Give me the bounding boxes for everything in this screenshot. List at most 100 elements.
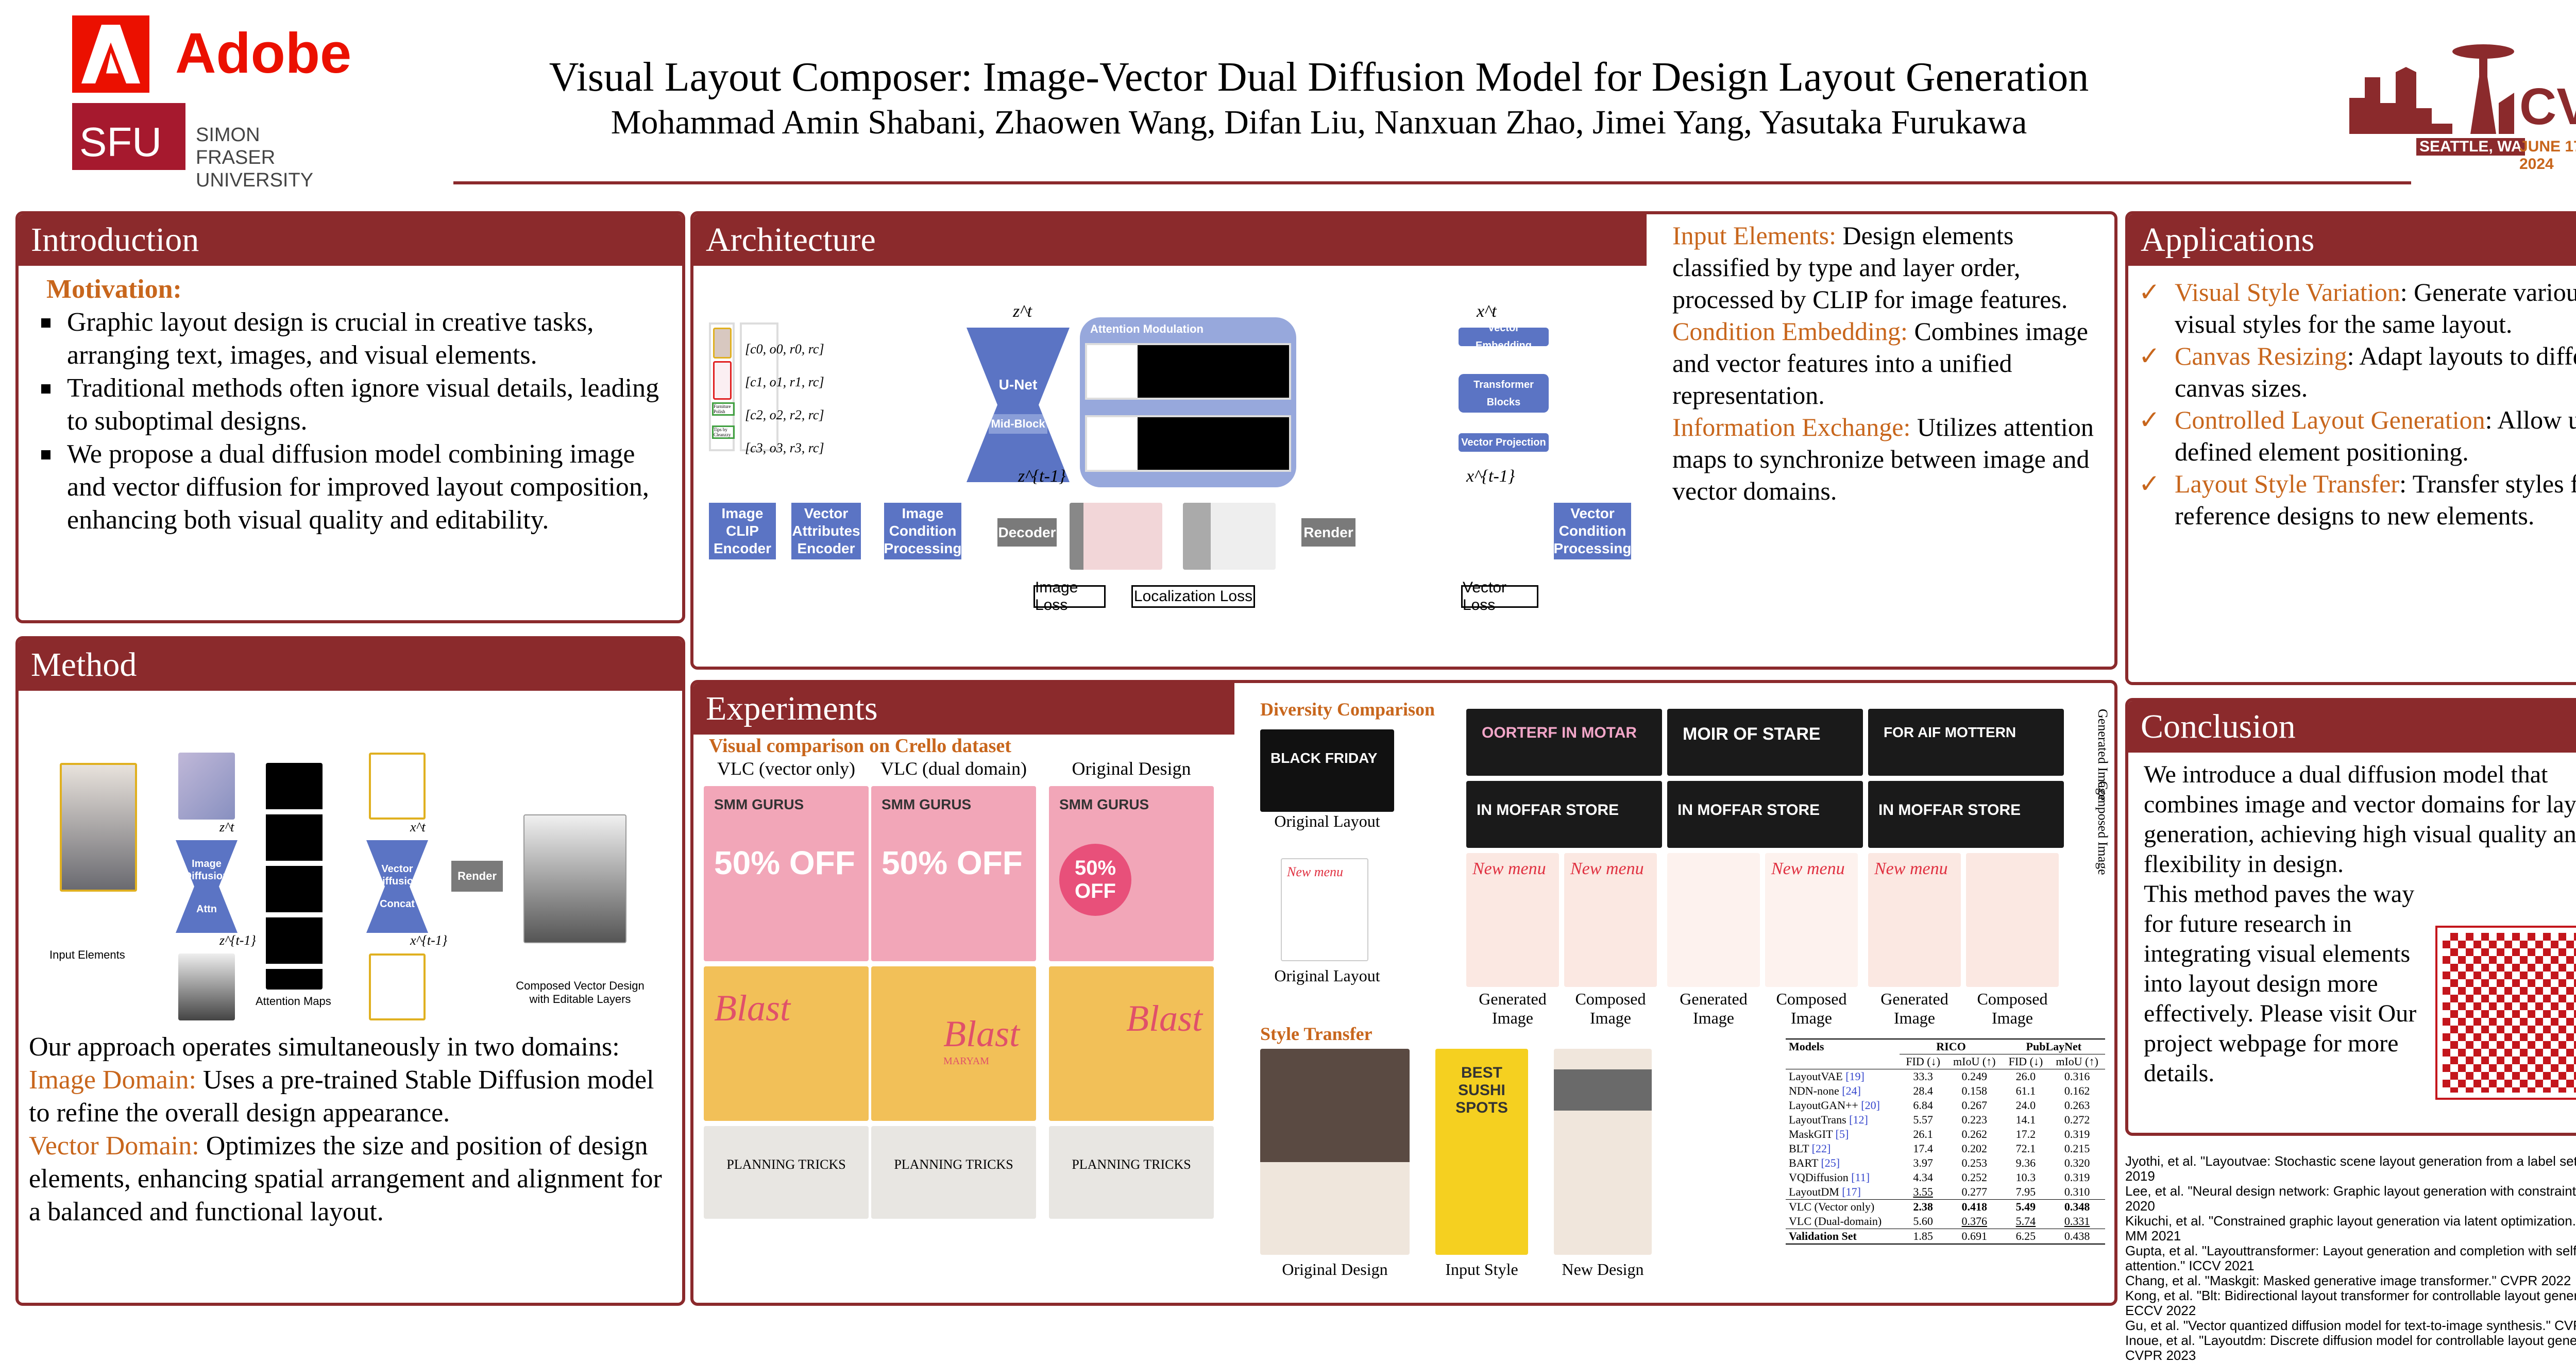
metric-cell: 0.331 (2064, 1215, 2090, 1228)
metric-cell: 26.1 (1913, 1128, 1933, 1140)
model-label: LayoutVAE (1789, 1070, 1843, 1083)
vector-diffusion-label: Vector Diffusion (375, 863, 420, 887)
poster-text: SMM GURUS (882, 796, 972, 812)
element-decoration-thumb (713, 361, 732, 400)
style-original-design (1260, 1049, 1410, 1255)
architecture-heading: Architecture (693, 214, 1647, 266)
crello-planning-original: PLANNING TRICKS (1049, 1126, 1214, 1219)
metric-cell: 0.158 (1961, 1084, 1988, 1097)
reference-item: Lee, et al. "Neural design network: Grap… (2125, 1183, 2576, 1214)
qr-code[interactable] (2435, 926, 2576, 1100)
citation-link[interactable]: [22] (1811, 1142, 1831, 1155)
citation-link[interactable]: [19] (1845, 1070, 1865, 1083)
metric-cell: 0.320 (2064, 1156, 2090, 1169)
application-item: Visual Style Variation: Generate various… (2139, 276, 2576, 340)
rendered-image (1183, 503, 1276, 570)
space-needle-icon (2349, 44, 2514, 134)
model-label: LayoutDM (1789, 1185, 1839, 1198)
application-text: : Allow user-defined element positioning… (2175, 405, 2576, 466)
citation-link[interactable]: [20] (1861, 1099, 1880, 1112)
metric-cell: 10.3 (2015, 1171, 2036, 1184)
poster-text: New menu (1570, 859, 1644, 878)
col-vector-only: VLC (vector only) (717, 758, 855, 779)
citation-link[interactable]: [5] (1835, 1128, 1849, 1140)
condition-embedding-text: Combines image and vector features into … (1672, 317, 2088, 410)
metric-cell: 0.215 (2064, 1142, 2090, 1155)
citation-link[interactable]: [17] (1842, 1185, 1861, 1198)
application-label: Canvas Resizing (2175, 342, 2347, 370)
conclusion-p2: This method paves the way for future res… (2144, 880, 2417, 1087)
model-label: BART (1789, 1156, 1818, 1169)
citation-link[interactable]: [12] (1849, 1113, 1868, 1126)
citation-link[interactable]: [24] (1842, 1084, 1861, 1097)
metric-cell: 0.202 (1961, 1142, 1988, 1155)
sub-header: FID (↓) (2008, 1055, 2043, 1068)
cvpr-date: JUNE 17-21, 2024 (2519, 138, 2576, 173)
generated-dark-1: OORTERF IN MOTAR (1466, 709, 1662, 776)
metric-cell: 0.262 (1961, 1128, 1988, 1140)
vector-embedding-block: Vector Embedding (1459, 322, 1549, 351)
style-transfer-title: Style Transfer (1260, 1024, 1372, 1044)
menu-generated-3: New menu (1868, 853, 1961, 987)
image-domain-text: Uses a pre-trained Stable Diffusion mode… (29, 1065, 654, 1128)
citation-link[interactable]: [25] (1821, 1156, 1840, 1169)
attn-label: Attn (196, 904, 217, 915)
poster-text: OORTERF IN MOTAR (1482, 724, 1637, 741)
original-layout-menu: New menu (1281, 858, 1368, 961)
composed-design-label: Composed Vector Design with Editable Lay… (516, 979, 645, 1006)
metric-cell: 1.85 (1913, 1230, 1933, 1242)
model-name: LayoutTrans [12] (1786, 1113, 1900, 1127)
style-caption: Input Style (1445, 1260, 1518, 1279)
application-label: Controlled Layout Generation (2175, 405, 2485, 434)
vector-projection-block: Vector Projection (1459, 433, 1549, 452)
intro-bullet: Graphic layout design is crucial in crea… (41, 306, 675, 372)
applications-panel: Applications Visual Style Variation: Gen… (2125, 211, 2576, 685)
metric-cell: 6.25 (2015, 1230, 2036, 1242)
adobe-a-icon (72, 15, 149, 93)
col-header: RICO (1900, 1039, 2003, 1054)
menu-generated-1: New menu (1466, 853, 1559, 987)
metric-cell: 0.418 (1961, 1200, 1988, 1213)
metric-cell: 5.60 (1913, 1215, 1933, 1228)
metric-cell: 6.84 (1913, 1099, 1933, 1112)
attention-maps-top (1085, 343, 1291, 400)
original-layout-blackfriday: BLACK FRIDAY (1260, 729, 1394, 812)
input-elements-label: Input Elements (49, 948, 125, 961)
tuple-2: [c2, o2, r2, rc] (745, 407, 824, 422)
poster-text: PLANNING TRICKS (894, 1157, 1013, 1172)
vector-domain-text: Optimizes the size and position of desig… (29, 1131, 662, 1226)
composed-dark-2: IN MOFFAR STORE (1667, 781, 1863, 848)
poster-text: 50% OFF (1059, 844, 1131, 916)
conclusion-heading: Conclusion (2128, 701, 2576, 753)
col-dual-domain: VLC (dual domain) (880, 758, 1027, 779)
model-name: Validation Set (1789, 1230, 1857, 1242)
decoded-image (1070, 503, 1162, 570)
metric-cell: 5.74 (2015, 1215, 2036, 1228)
input-elements-text: Design elements classified by type and l… (1672, 221, 2068, 314)
generated-label: Generated Image (1680, 990, 1748, 1027)
method-intro: Our approach operates simultaneously in … (29, 1032, 620, 1062)
poster-text: Blast (943, 1013, 1020, 1054)
information-exchange-text: Utilizes attention maps to synchronize b… (1672, 413, 2094, 505)
noisy-latent-image (178, 753, 235, 820)
arch-xt1-label: x^{t-1} (1466, 467, 1515, 486)
model-name: LayoutVAE [19] (1786, 1069, 1900, 1084)
composed-dark-3: IN MOFFAR STORE (1868, 781, 2064, 848)
poster-text: MARYAM (943, 1055, 989, 1067)
tuple-0: [c0, o0, r0, rc] (745, 342, 824, 356)
generated-dark-3: FOR AIF MOTTERN (1868, 709, 2064, 776)
sub-header: FID (↓) (1906, 1055, 1940, 1068)
references: Jyothi, et al. "Layoutvae: Stochastic sc… (2125, 1154, 2576, 1363)
cvpr-wordmark: CVPR (2519, 78, 2576, 135)
motivation-label: Motivation: (46, 275, 182, 304)
crello-blast-vector: Blast (704, 966, 869, 1121)
image-domain-label: Image Domain: (29, 1065, 196, 1095)
metric-cell: 0.252 (1961, 1171, 1988, 1184)
citation-link[interactable]: [11] (1851, 1171, 1870, 1184)
style-new-design (1554, 1049, 1652, 1255)
